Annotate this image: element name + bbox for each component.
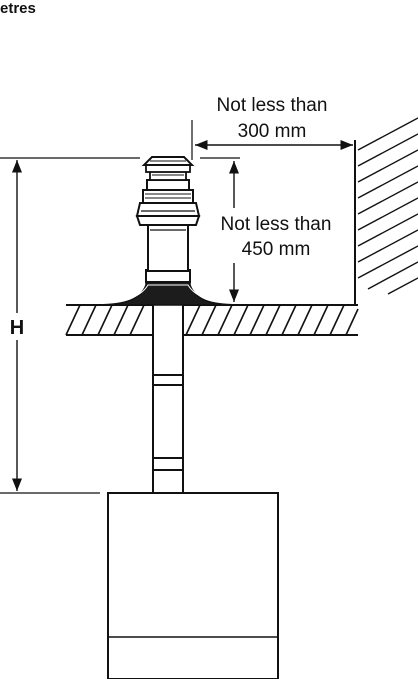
vertical-clearance-dimension — [200, 157, 240, 302]
height-label: H — [10, 317, 24, 339]
boiler-unit — [107, 492, 279, 679]
horizontal-clearance-label-line2: 300 mm — [238, 121, 307, 142]
vertical-clearance-label-line2: 450 mm — [242, 239, 311, 260]
vertical-clearance-label-line1: Not less than — [221, 214, 332, 235]
roof-slab — [65, 304, 359, 336]
height-dimension — [0, 157, 140, 494]
roof-flashing — [91, 279, 245, 306]
header-partial-text: etres — [0, 0, 36, 17]
flue-pipe — [152, 282, 184, 496]
adjacent-wall — [354, 117, 418, 305]
horizontal-clearance-label-line1: Not less than — [217, 95, 328, 116]
flue-terminal — [135, 156, 201, 283]
horizontal-clearance-dimension — [191, 120, 353, 160]
